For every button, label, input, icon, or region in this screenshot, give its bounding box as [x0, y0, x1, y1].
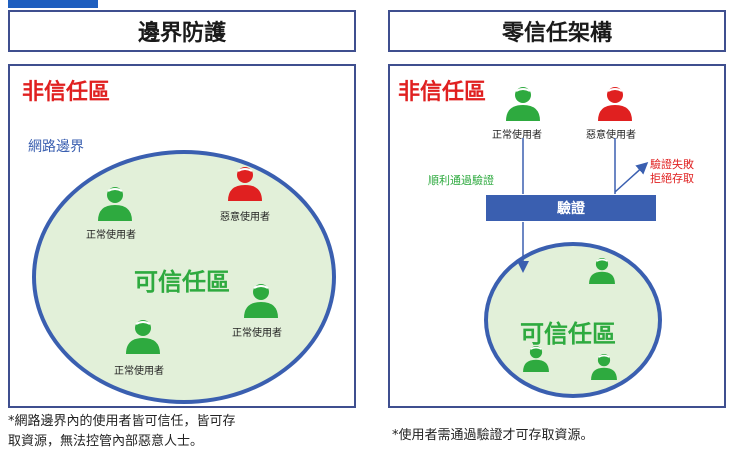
verification-label: 驗證 [557, 201, 585, 217]
right-footnote: *使用者需通過驗證才可存取資源。 [392, 428, 594, 443]
fail-verification-note: 驗證失敗 拒絕存取 [650, 158, 694, 186]
verification-box: 驗證 [486, 195, 656, 221]
right-title: 零信任架構 [388, 10, 726, 52]
malicious-user-icon [598, 87, 632, 121]
left-footnote-line: 取資源，無法控管內部惡意人士。 [8, 434, 204, 449]
user-label: 正常使用者 [232, 328, 282, 339]
corner-tag [8, 0, 98, 8]
normal-user-icon [506, 87, 540, 121]
malicious-user-label: 惡意使用者 [586, 130, 636, 141]
normal-user-icon [244, 284, 278, 318]
left-untrusted-zone-label: 非信任區 [22, 80, 111, 105]
right-untrusted-zone-label: 非信任區 [398, 80, 487, 105]
fail-note-line: 拒絕存取 [650, 172, 694, 185]
user-label: 正常使用者 [86, 230, 136, 241]
trusted-user-icon [591, 354, 617, 380]
left-title: 邊界防護 [8, 10, 356, 52]
trusted-zone-circle [484, 242, 662, 398]
right-title-text: 零信任架構 [501, 21, 612, 46]
normal-user-icon [126, 320, 160, 354]
normal-user-icon [98, 187, 132, 221]
left-footnote: *網路邊界內的使用者皆可信任，皆可存 取資源，無法控管內部惡意人士。 [8, 412, 358, 452]
left-trusted-zone-label: 可信任區 [134, 268, 230, 296]
rejected-arrow [614, 161, 649, 193]
normal-user-label: 正常使用者 [492, 130, 542, 141]
left-title-text: 邊界防護 [137, 21, 226, 46]
network-boundary-circle [32, 150, 336, 404]
malicious-user-icon [228, 167, 262, 201]
user-label: 正常使用者 [114, 366, 164, 377]
trusted-user-icon [589, 258, 615, 284]
left-footnote-line: *網路邊界內的使用者皆可信任，皆可存 [8, 414, 236, 429]
pass-verification-note: 順利通過驗證 [428, 174, 494, 187]
network-boundary-label: 網路邊界 [28, 139, 84, 155]
fail-note-line: 驗證失敗 [650, 158, 694, 171]
right-trusted-zone-label: 可信任區 [520, 320, 616, 348]
user-label: 惡意使用者 [220, 212, 270, 223]
trusted-user-icon [523, 346, 549, 372]
